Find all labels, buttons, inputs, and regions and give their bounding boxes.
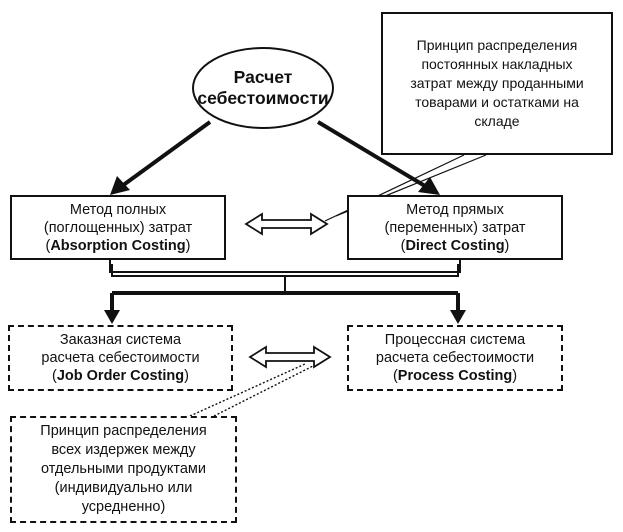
direct-line-2: (переменных) затрат [384, 219, 526, 236]
absorption-line-1: Метод полных [69, 201, 167, 218]
root-node: Расчет себестоимости [193, 47, 333, 129]
note-fixed-line-4: товарами и остатками на [415, 94, 579, 110]
absorption-open-paren: ( [45, 237, 51, 254]
job-order-english: (Job Order Costing) [52, 367, 189, 385]
job-order-close-paren: ) [184, 368, 189, 384]
merge-bracket [109, 260, 461, 295]
note-fixed-line-1: Принцип распределения [416, 37, 578, 53]
root-line-2: себестоимости [197, 88, 329, 108]
arrow-root-to-absorption [110, 120, 212, 195]
process-line-2: расчета себестоимости [375, 350, 535, 366]
system-job-order-box: Заказная система расчета себестоимости (… [8, 325, 233, 391]
direct-close-paren: ) [504, 237, 510, 254]
note-all-line-5: усредненно) [81, 499, 166, 515]
process-line-1: Процессная система [384, 332, 526, 348]
note-fixed-line-5: складе [474, 113, 520, 129]
job-order-line-2: расчета себестоимости [41, 350, 200, 366]
direct-english: (Direct Costing) [401, 237, 510, 255]
arrow-to-process [450, 293, 466, 324]
note-all-line-2: всех издержек между [51, 442, 196, 458]
arrow-root-to-direct [316, 120, 440, 195]
double-arrow-systems [248, 345, 332, 369]
double-arrow-methods [244, 212, 329, 236]
root-line-1: Расчет [233, 67, 293, 87]
note-fixed-line-2: постоянных накладных [421, 56, 573, 72]
process-english: (Process Costing) [393, 367, 517, 385]
leader-note-all-2 [213, 365, 314, 417]
note-fixed-line-3: затрат между проданными [410, 75, 584, 91]
job-order-open-paren: ( [52, 368, 57, 384]
process-english-name: Process Costing [397, 368, 513, 384]
note-all-line-4: (индивидуально или [54, 480, 193, 496]
note-all-line-1: Принцип распределения [40, 423, 207, 439]
arrow-to-job-order [104, 293, 120, 324]
root-oval-shape [192, 47, 334, 129]
absorption-english: (Absorption Costing) [45, 237, 190, 255]
note-fixed-overhead: Принцип распределения постоянных накладн… [381, 12, 613, 155]
system-process-box: Процессная система расчета себестоимости… [347, 325, 563, 391]
process-open-paren: ( [392, 368, 398, 384]
direct-line-1: Метод прямых [406, 201, 504, 218]
method-direct-box: Метод прямых (переменных) затрат (Direct… [347, 195, 563, 260]
note-all-costs: Принцип распределения всех издержек межд… [10, 416, 237, 523]
method-absorption-box: Метод полных (поглощенных) затрат (Absor… [10, 195, 226, 260]
job-order-line-1: Заказная система [59, 332, 182, 348]
leader-note-all-1 [189, 363, 306, 417]
direct-english-name: Direct Costing [405, 237, 505, 254]
absorption-close-paren: ) [185, 237, 191, 254]
job-order-english-name: Job Order Costing [56, 368, 185, 384]
process-close-paren: ) [512, 368, 518, 384]
absorption-line-2: (поглощенных) затрат [43, 219, 193, 236]
note-all-line-3: отдельными продуктами [41, 461, 206, 477]
absorption-english-name: Absorption Costing [50, 237, 186, 254]
direct-open-paren: ( [400, 237, 406, 254]
